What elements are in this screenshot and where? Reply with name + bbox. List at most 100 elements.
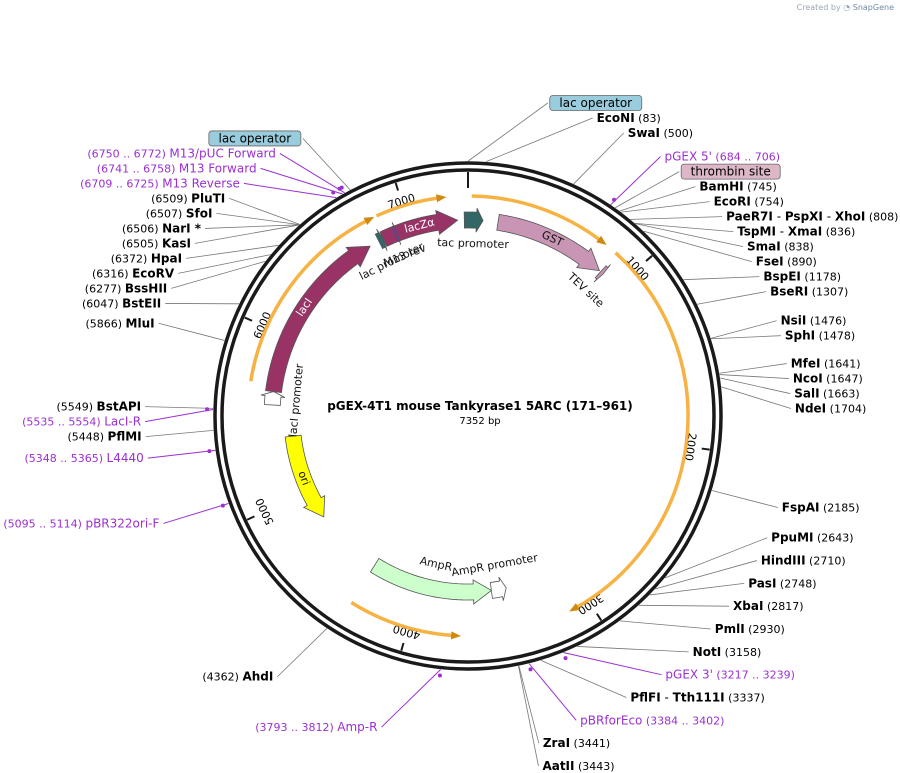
enzyme-label: (6505) KasI	[122, 236, 191, 250]
leader-line	[467, 102, 548, 162]
plasmid-length: 7352 bp	[459, 416, 500, 427]
enzyme-label: SphI (1478)	[785, 329, 855, 343]
enzyme-name: AhdI	[242, 670, 273, 684]
leader-line	[638, 604, 730, 607]
primer-range: (3384 .. 3402)	[642, 714, 724, 727]
enzyme-separator: -	[776, 225, 788, 239]
enzyme-name: PspXI	[785, 210, 823, 224]
primer-name: M13 Forward	[179, 161, 257, 175]
enzyme-name: HindIII	[761, 554, 806, 568]
enzyme-label: (5549) BstAPI	[56, 400, 141, 414]
enzyme-label: NotI (3158)	[693, 645, 762, 659]
feature-tac-promoter	[463, 208, 484, 233]
feature-box	[680, 163, 781, 180]
enzyme-name: PflMI	[108, 430, 142, 444]
enzyme-label: SwaI (500)	[628, 126, 693, 140]
enzyme-position: (754)	[751, 196, 784, 209]
enzyme-position: (6047)	[82, 297, 122, 310]
feature-lac-promoter	[374, 228, 388, 251]
enzyme-name: HpaI	[151, 251, 182, 265]
enzyme-position: (2643)	[814, 532, 854, 545]
leader-line	[614, 171, 680, 209]
enzyme-label: SalI (1663)	[794, 387, 859, 401]
enzyme-name: KasI	[162, 236, 191, 250]
feature-label: lacI promoter	[286, 363, 306, 438]
enzyme-name: NdeI	[795, 402, 826, 416]
leader-line	[711, 490, 778, 508]
enzyme-label: PasI (2748)	[748, 576, 816, 590]
enzyme-label: PaeR7I - PspXI - XhoI (808)	[726, 210, 898, 224]
leader-line	[721, 386, 792, 409]
enzyme-label: FspAI (2185)	[782, 500, 860, 514]
enzyme-label: (6277) BssHII	[85, 281, 167, 295]
enzyme-name: PaeR7I	[726, 210, 773, 224]
feature-label: AmpR promoter	[450, 551, 539, 579]
enzyme-name: FspAI	[782, 500, 820, 514]
orf-arrowhead	[450, 631, 462, 640]
primer-range: (3217 .. 3239)	[713, 669, 795, 682]
enzyme-label: HindIII (2710)	[761, 554, 846, 568]
feature-m13-rev	[391, 222, 402, 245]
enzyme-name: MluI	[126, 316, 155, 330]
enzyme-label: SmaI (838)	[747, 240, 814, 254]
leader-line	[216, 213, 300, 226]
tick-mark	[645, 255, 653, 262]
enzyme-label: BspEI (1178)	[763, 270, 841, 284]
enzyme-label: BseRI (1307)	[770, 285, 848, 299]
tick-mark	[400, 642, 405, 651]
snapgene-logo-icon: ◔	[843, 3, 851, 12]
enzyme-position: (6316)	[92, 267, 132, 280]
leader-line	[619, 186, 696, 212]
primer-name: pBR322ori-F	[85, 516, 159, 530]
orf-arrowhead	[596, 235, 607, 246]
enzyme-label: PpuMI (2643)	[771, 531, 853, 545]
enzyme-label: (4362) AhdI	[202, 670, 273, 684]
enzyme-name: NarI *	[162, 221, 202, 235]
leader-line	[277, 628, 328, 678]
enzyme-name: BstAPI	[97, 400, 142, 414]
enzyme-separator: -	[661, 691, 673, 705]
leader-line	[664, 537, 768, 579]
primer-range: (6741 .. 6758)	[97, 162, 179, 175]
enzyme-position: (1178)	[801, 271, 841, 284]
feature-box-label: lac operator	[218, 131, 291, 145]
enzyme-name: NcoI	[793, 372, 823, 386]
leader-line	[205, 224, 300, 229]
orf-arc	[375, 196, 440, 218]
enzyme-position: (6509)	[151, 192, 191, 205]
enzyme-name: EcoRV	[132, 266, 175, 280]
enzyme-name: EcoNI	[597, 111, 635, 125]
enzyme-name: PflFI	[630, 691, 660, 705]
leader-line	[260, 167, 343, 195]
enzyme-name: SmaI	[747, 240, 781, 254]
feature-box	[208, 130, 302, 147]
enzyme-name: SfoI	[186, 206, 213, 220]
enzyme-label: (5448) PflMI	[67, 430, 141, 444]
primer-site-mark	[528, 667, 533, 672]
leader-line	[635, 223, 744, 247]
orf-arrowhead	[363, 216, 375, 225]
leader-line	[144, 408, 214, 423]
enzyme-label: NsiI (1476)	[781, 314, 847, 328]
leader-line	[243, 182, 337, 199]
enzyme-name: PluTI	[191, 191, 225, 205]
enzyme-position: (3441)	[570, 737, 610, 750]
enzyme-name: PpuMI	[771, 531, 813, 545]
enzyme-name: MfeI	[791, 357, 821, 371]
enzyme-position: (500)	[660, 127, 693, 140]
enzyme-name: SalI	[794, 387, 819, 401]
enzyme-separator: -	[773, 210, 785, 224]
enzyme-name: FseI	[756, 255, 784, 269]
leader-line	[610, 156, 661, 206]
primer-name: pGEX 3'	[665, 668, 712, 682]
enzyme-position: (6506)	[122, 222, 162, 235]
leader-line	[577, 646, 689, 653]
leader-line	[720, 377, 791, 394]
feature-gst	[496, 213, 601, 272]
primer-site-mark	[207, 449, 212, 454]
leader-line	[163, 503, 229, 524]
primer-label: pBRforEco (3384 .. 3402)	[580, 713, 724, 727]
feature-laci	[265, 245, 371, 394]
